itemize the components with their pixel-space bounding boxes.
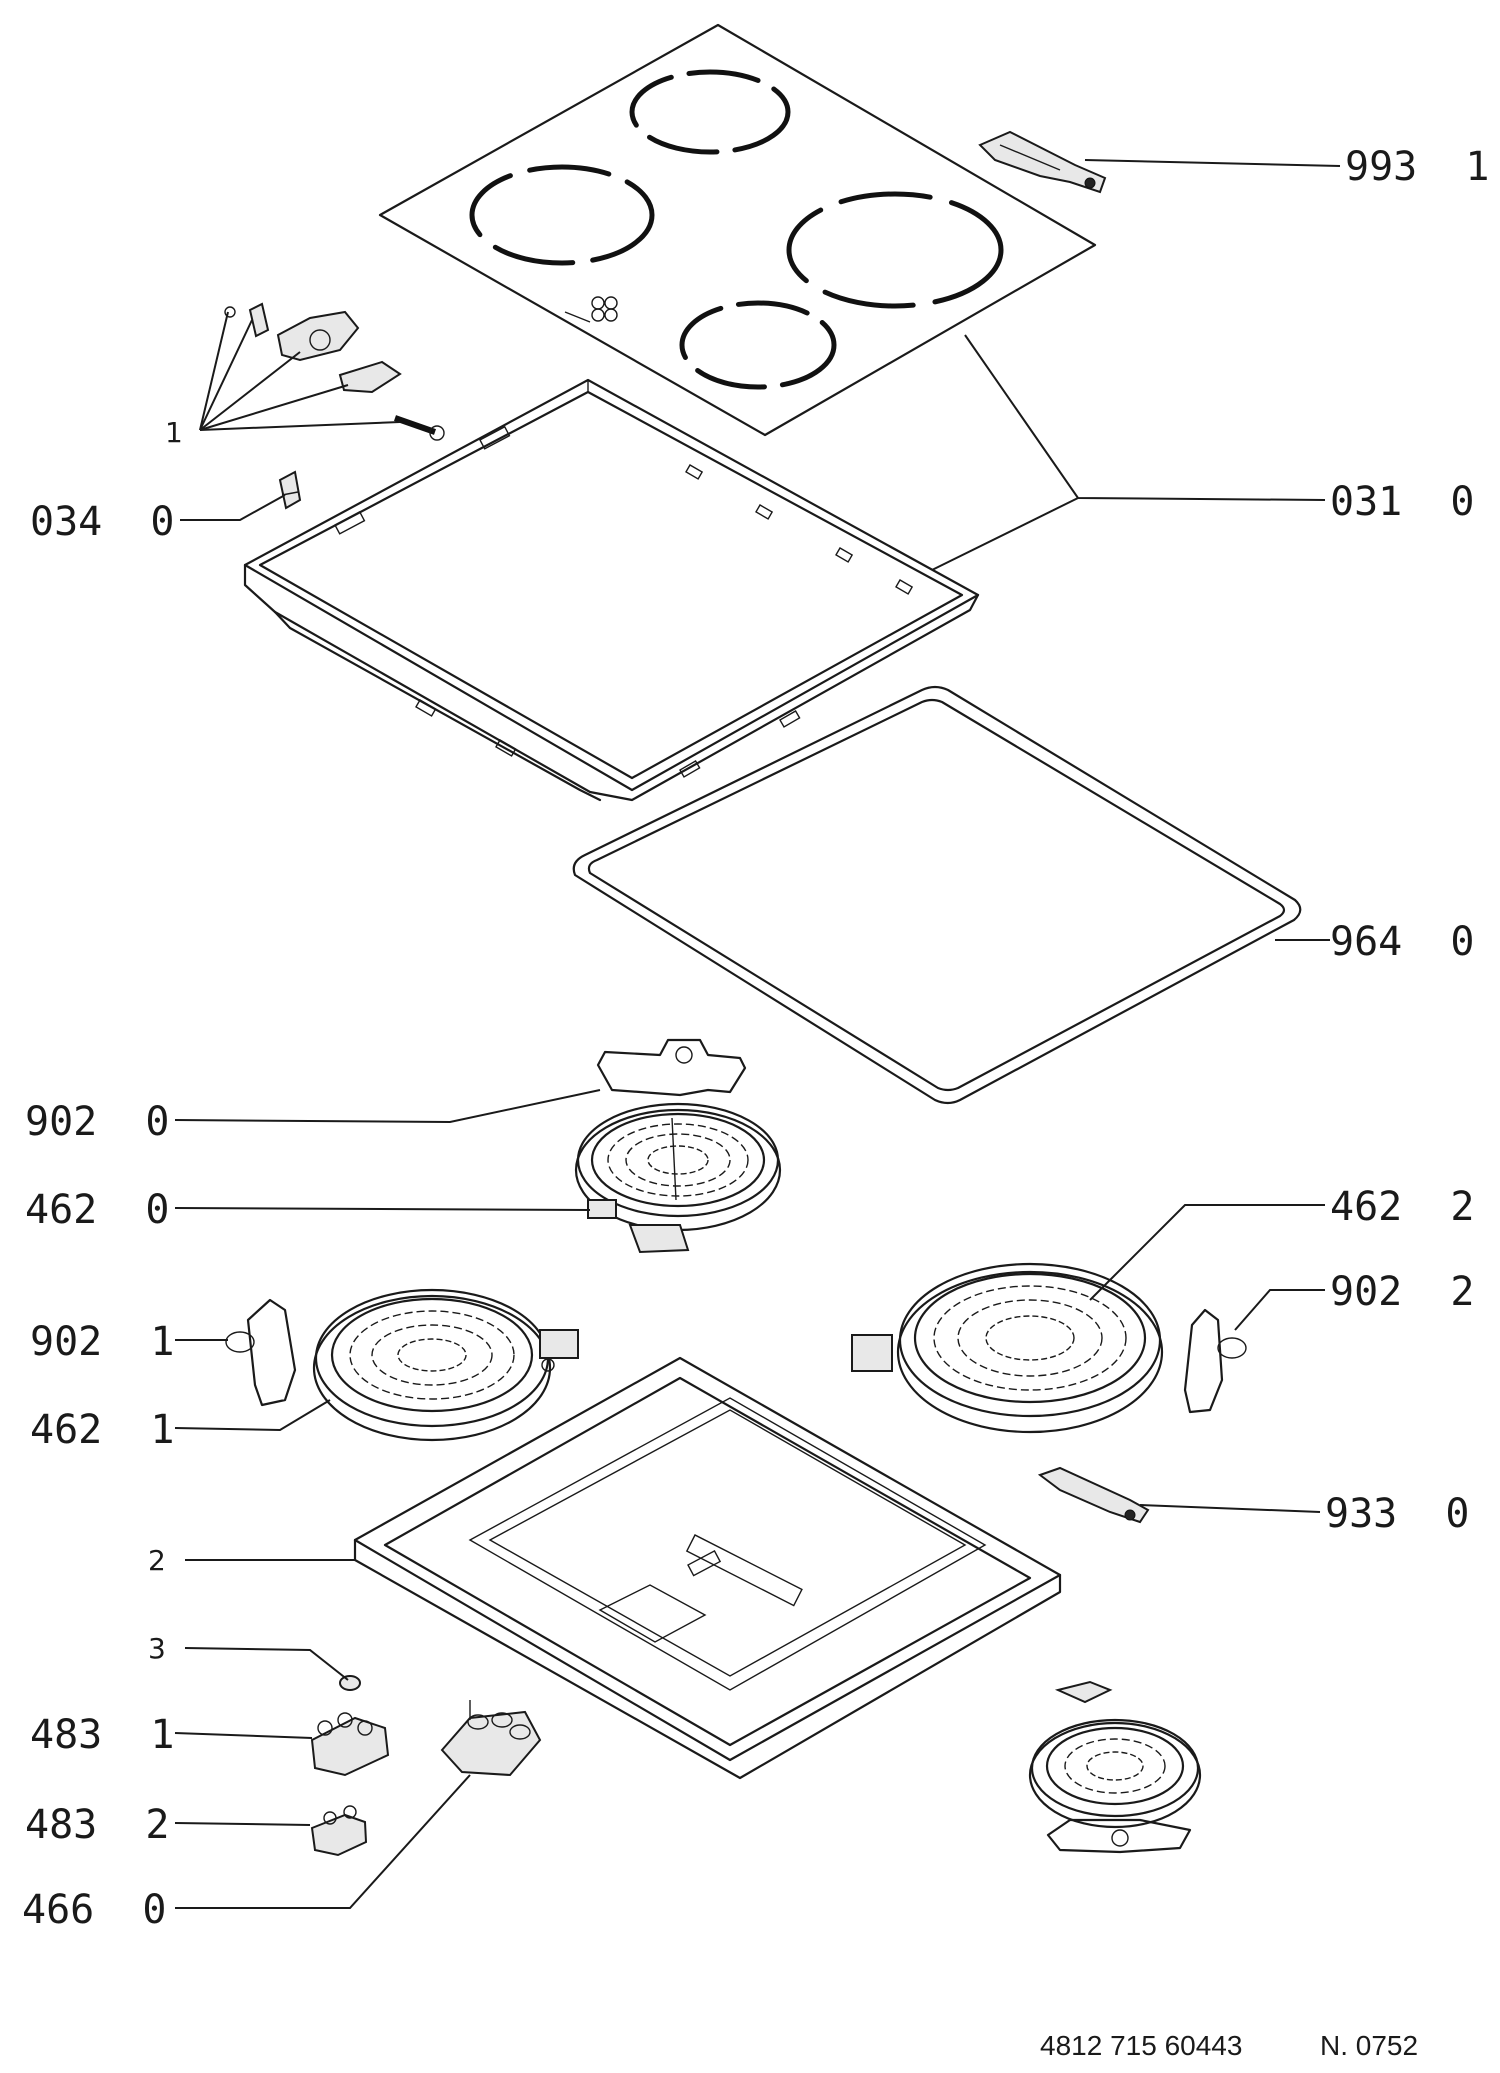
label-terminal-block-a: 483 1 bbox=[30, 1712, 175, 1758]
left-bracket bbox=[225, 1298, 297, 1407]
terminal-block-a bbox=[310, 1712, 390, 1777]
clip-part bbox=[278, 470, 302, 510]
right-bracket bbox=[1183, 1308, 1247, 1414]
label-heater-center: 462 0 bbox=[25, 1187, 170, 1233]
label-bracket-right: 902 2 bbox=[1330, 1269, 1475, 1315]
terminal-block-b bbox=[310, 1805, 368, 1857]
label-tray: 2 bbox=[148, 1544, 166, 1577]
label-frame: 031 0 bbox=[1330, 479, 1475, 525]
gasket-seal bbox=[572, 685, 1302, 1105]
switch-block bbox=[440, 1700, 542, 1777]
cap-part bbox=[339, 1675, 361, 1691]
label-switch-block: 466 0 bbox=[22, 1887, 167, 1933]
label-terminal-block-b: 483 2 bbox=[25, 1802, 170, 1848]
cooktop-frame bbox=[243, 378, 980, 802]
limiter-part bbox=[1037, 1466, 1150, 1524]
label-heater-right: 462 2 bbox=[1330, 1184, 1475, 1230]
small-parts-group bbox=[224, 302, 445, 441]
ceramic-glass-top bbox=[378, 23, 1097, 437]
control-symbol-icon bbox=[564, 296, 618, 323]
label-limiter: 933 0 bbox=[1325, 1491, 1470, 1537]
label-cap: 3 bbox=[148, 1632, 166, 1665]
top-bracket-part bbox=[978, 130, 1107, 194]
center-bracket bbox=[596, 1038, 747, 1097]
rear-heater bbox=[1028, 1680, 1202, 1854]
bottom-tray bbox=[353, 1356, 1062, 1780]
label-gasket: 964 0 bbox=[1330, 919, 1475, 965]
label-heater-left: 462 1 bbox=[30, 1407, 175, 1453]
label-clip: 034 0 bbox=[30, 499, 175, 545]
center-heater bbox=[574, 1102, 782, 1254]
right-heater bbox=[851, 1262, 1164, 1434]
footer-part-number: 4812 715 60443 bbox=[1040, 2030, 1242, 2061]
label-bracket-left: 902 1 bbox=[30, 1319, 175, 1365]
footer-revision: N. 0752 bbox=[1320, 2030, 1418, 2061]
left-heater bbox=[312, 1288, 579, 1442]
label-small-parts: 1 bbox=[165, 416, 183, 449]
label-glass-top: 993 1 bbox=[1345, 144, 1490, 190]
label-bracket-center: 902 0 bbox=[25, 1099, 170, 1145]
